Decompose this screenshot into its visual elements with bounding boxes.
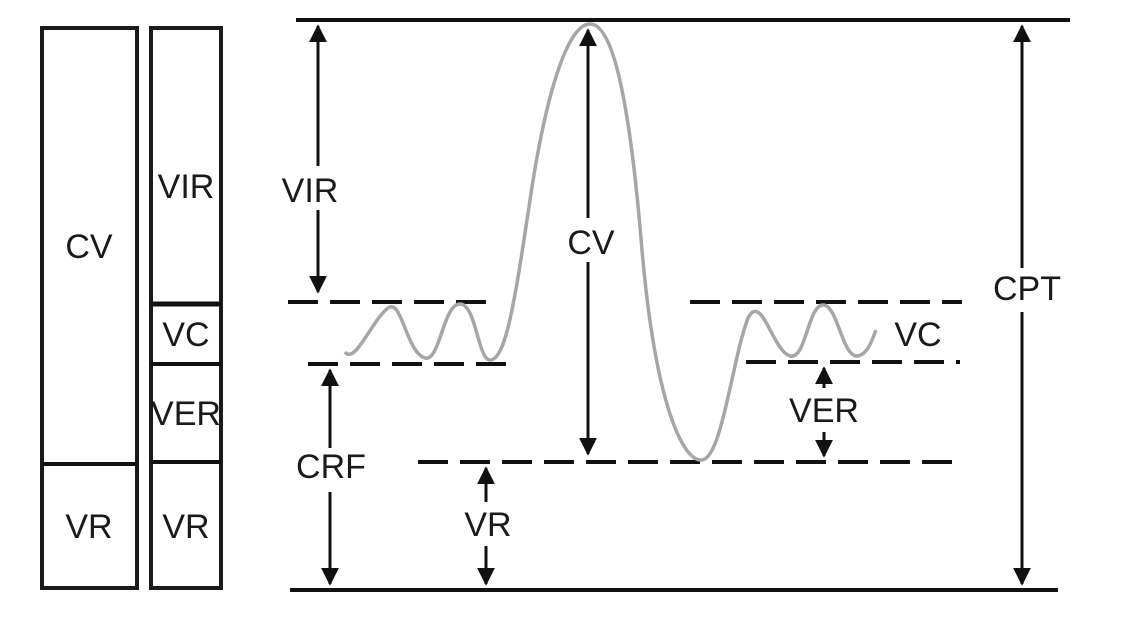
- cv-label: CV: [567, 224, 615, 262]
- cpt-label: CPT: [993, 270, 1061, 308]
- spirogram-trace: [343, 22, 878, 462]
- ver-label: VER: [789, 392, 859, 430]
- right-bar-vc-label: VC: [162, 316, 209, 354]
- crf-label: CRF: [296, 448, 366, 486]
- crf-label-bg: [296, 448, 366, 492]
- vir-label: VIR: [282, 172, 339, 210]
- right-bar-vir-label: VIR: [158, 168, 215, 206]
- cpt-label-bg: [994, 268, 1058, 312]
- right-bar-ver-label: VER: [151, 395, 221, 433]
- measurement-arrows: [309, 24, 1031, 586]
- spirogram-labels: VIR CV CRF VR VER VC CPT: [276, 166, 1061, 546]
- left-bar-vr-label: VR: [65, 508, 112, 546]
- right-bar-vr-label: VR: [162, 508, 209, 546]
- left-bar-cv-label: CV: [65, 228, 113, 266]
- right-bar-outline: [149, 26, 223, 590]
- reference-lines: [288, 18, 1070, 592]
- vr-label: VR: [464, 506, 511, 544]
- ver-label-bg: [792, 388, 856, 432]
- vc-label: VC: [894, 316, 941, 354]
- left-bar-outline: [40, 26, 139, 590]
- left-volume-bar: CV VR: [40, 26, 139, 590]
- cv-label-bg: [564, 218, 618, 262]
- vr-label-bg: [462, 502, 514, 546]
- vir-label-bg: [276, 166, 340, 210]
- right-volume-bar: VIR VC VER VR: [149, 26, 223, 590]
